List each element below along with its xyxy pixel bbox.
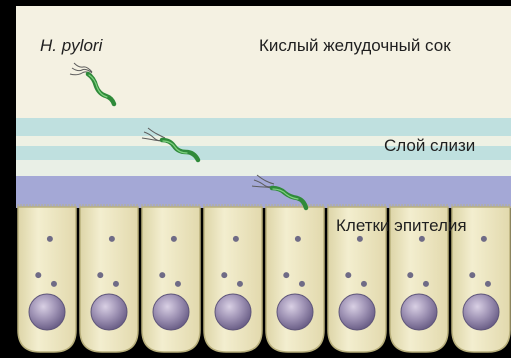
label-gastric-juice: Кислый желудочный сок: [259, 36, 451, 56]
cell-granule: [35, 272, 41, 278]
cell-granule: [299, 281, 305, 287]
cell-granule: [407, 272, 413, 278]
cell-granule: [233, 236, 239, 242]
cell-granule: [295, 236, 301, 242]
cell-nucleus: [29, 294, 65, 330]
label-mucus-layer: Слой слизи: [384, 136, 475, 156]
mucus-band-3: [16, 176, 511, 208]
cell-granule: [485, 281, 491, 287]
cell-nucleus: [277, 294, 313, 330]
cell-nucleus: [401, 294, 437, 330]
cell-granule: [175, 281, 181, 287]
cell-nucleus: [91, 294, 127, 330]
cell-granule: [221, 272, 227, 278]
cell-granule: [345, 272, 351, 278]
cell-granule: [469, 272, 475, 278]
mucus-gap-2: [16, 160, 511, 176]
cell-granule: [283, 272, 289, 278]
gastric-juice-region: [16, 6, 511, 118]
cell-granule: [481, 236, 487, 242]
cell-granule: [51, 281, 57, 287]
label-epithelium: Клетки эпителия: [336, 216, 467, 236]
cell-granule: [423, 281, 429, 287]
cell-granule: [113, 281, 119, 287]
cell-granule: [47, 236, 53, 242]
cell-nucleus: [215, 294, 251, 330]
cell-granule: [159, 272, 165, 278]
mucus-band-1: [16, 118, 511, 136]
cell-granule: [357, 236, 363, 242]
cell-nucleus: [153, 294, 189, 330]
mucus-layer: [16, 118, 511, 208]
cell-granule: [237, 281, 243, 287]
label-h-pylori: H. pylori: [40, 36, 102, 56]
cell-granule: [171, 236, 177, 242]
cell-granule: [109, 236, 115, 242]
cell-granule: [361, 281, 367, 287]
cell-granule: [419, 236, 425, 242]
cell-granule: [97, 272, 103, 278]
cell-nucleus: [339, 294, 375, 330]
cell-nucleus: [463, 294, 499, 330]
